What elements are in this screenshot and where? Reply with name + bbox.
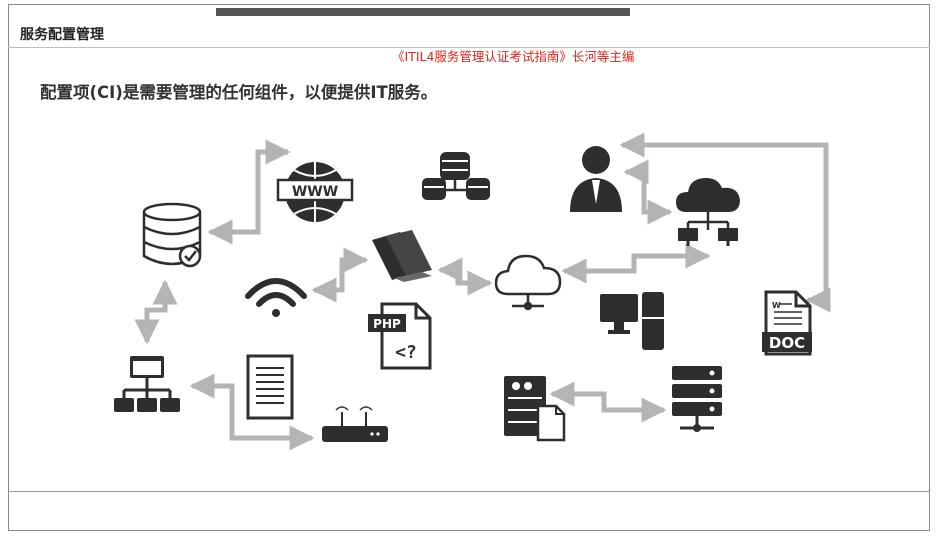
www-label: WWW	[292, 184, 338, 200]
server-rack-icon	[672, 366, 722, 432]
cloud-network-icon	[676, 178, 740, 246]
database-cluster-icon	[422, 152, 490, 200]
database-check-icon	[142, 202, 202, 268]
document-icon	[246, 354, 294, 420]
user-icon	[570, 146, 622, 212]
ci-statement: 配置项(CI)是需要管理的任何组件，以便提供IT服务。	[40, 83, 438, 102]
slide-frame	[8, 4, 930, 531]
php-file-icon: PHP <?	[368, 302, 432, 370]
connector-user-network	[623, 159, 673, 225]
header-divider	[8, 47, 930, 48]
php-label: PHP	[373, 317, 401, 331]
connector-sitemap-router	[189, 373, 315, 451]
connector-wifi-books	[311, 247, 369, 303]
connector-lines	[134, 132, 831, 451]
connector-user-doc	[619, 132, 831, 313]
php-code: <?	[395, 342, 417, 363]
connector-books-cloud	[437, 257, 493, 296]
connector-db-www	[207, 139, 291, 245]
connector-serverfile-rack	[549, 381, 667, 423]
server-file-icon	[504, 376, 566, 442]
wifi-icon	[245, 278, 307, 317]
www-globe-icon: WWW	[276, 162, 354, 222]
cloud-node-icon	[494, 254, 562, 311]
connector-db-sitemap	[134, 279, 178, 345]
doc-file-icon: W DOC	[762, 290, 812, 356]
footer-divider	[8, 491, 930, 492]
doc-label: DOC	[769, 334, 805, 352]
book-reference: 《ITIL4服务管理认证考试指南》长河等主编	[392, 49, 635, 64]
page-title: 服务配置管理	[20, 27, 104, 43]
connector-cloud-network	[561, 243, 711, 284]
router-icon	[322, 406, 388, 442]
doc-corner-label: W	[772, 301, 781, 310]
slide-top-bar	[216, 8, 630, 16]
sitemap-icon	[114, 356, 180, 412]
desktop-tower-icon	[600, 292, 664, 350]
books-icon	[372, 230, 432, 282]
